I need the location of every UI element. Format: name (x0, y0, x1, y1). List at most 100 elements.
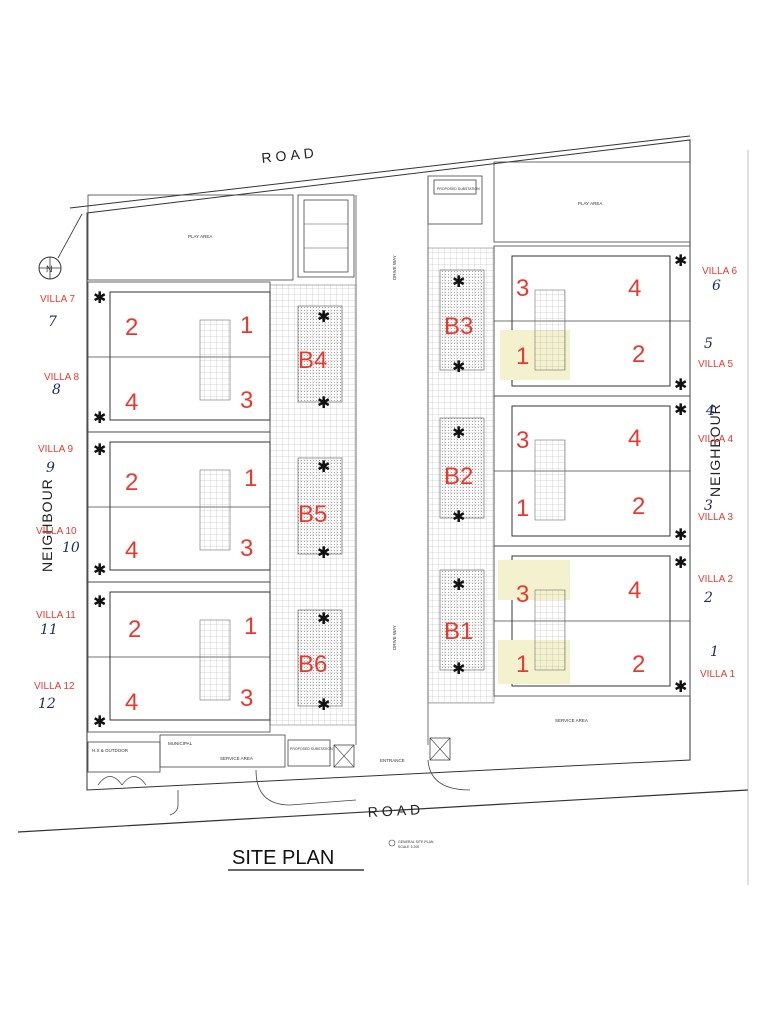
lawn-b6 (297, 609, 343, 707)
drive-way-bottom-label: DRIVE WAY (392, 625, 397, 650)
villa-label-left-8: VILLA 8 (44, 372, 79, 383)
villa-label-left-10: VILLA 10 (36, 526, 77, 537)
b2-unit-bl: 1 (516, 495, 529, 522)
svg-text:✱: ✱ (317, 543, 330, 562)
drawing-note-line2: SCALE 1:200 (398, 845, 419, 849)
entrance-curve-right (427, 759, 471, 791)
villa-num-left-12: 12 (38, 696, 56, 712)
units-left (87, 281, 271, 733)
b2-unit-tr: 4 (628, 425, 641, 452)
b4-unit-bl: 4 (125, 389, 138, 416)
villa-label-left-7: VILLA 7 (40, 294, 75, 305)
block-label-b1: B1 (444, 618, 473, 645)
play-area-left (87, 194, 294, 281)
svg-text:✱: ✱ (317, 695, 330, 714)
svg-text:✱: ✱ (674, 677, 687, 696)
svg-text:✱: ✱ (93, 408, 106, 427)
villa-num-right-1: 1 (710, 644, 719, 660)
lawn-b5 (297, 457, 343, 555)
svg-text:✱: ✱ (317, 393, 330, 412)
road-bottom-label: ROAD (367, 801, 424, 820)
svg-text:✱: ✱ (317, 609, 330, 628)
svg-text:✱: ✱ (93, 592, 106, 611)
lawn-b3 (439, 269, 485, 371)
drive-way-top-label: DRIVE WAY (392, 255, 397, 280)
villa-num-left-11: 11 (40, 622, 58, 638)
villa-label-right-2: VILLA 2 (698, 574, 733, 585)
proposed-left-label: PROPOSED SUBSTATION (290, 747, 333, 751)
b4-unit-tr: 1 (240, 312, 253, 339)
svg-text:✱: ✱ (93, 440, 106, 459)
b2-unit-tl: 3 (516, 427, 529, 454)
svg-text:✱: ✱ (93, 560, 106, 579)
service-area-left-box (159, 734, 286, 768)
villa-label-left-11: VILLA 11 (36, 610, 76, 621)
svg-text:✱: ✱ (674, 525, 687, 544)
svg-text:✱: ✱ (674, 375, 687, 394)
lawn-b2 (439, 417, 485, 519)
gate-left (333, 744, 355, 768)
substation-bottom (287, 739, 331, 767)
villa-num-left-10: 10 (62, 540, 80, 556)
villa-label-right-4: VILLA 4 (698, 434, 733, 445)
b1-unit-br: 2 (632, 651, 645, 678)
villa-num-right-5: 5 (704, 336, 713, 352)
left-gate-arcs (97, 776, 147, 786)
b3-unit-tl: 3 (516, 275, 529, 302)
villa-num-right-2: 2 (703, 590, 713, 606)
villa-label-right-6: VILLA 6 (702, 266, 737, 277)
svg-text:✱: ✱ (674, 400, 687, 419)
villa-num-left-8: 8 (52, 382, 61, 398)
play-area-right (493, 161, 691, 243)
north-arrow-icon: N (38, 213, 83, 280)
entrance-label: ENTRANCE (380, 758, 405, 763)
bottom-left-curve (169, 790, 179, 816)
hs-box (87, 741, 161, 773)
site-boundary (86, 139, 691, 791)
top-parking (297, 194, 355, 278)
svg-text:N: N (46, 264, 53, 274)
villa-num-right-6: 6 (712, 278, 721, 294)
b1-unit-bl: 1 (516, 651, 529, 678)
service-area-left-label: SERVICE AREA (220, 756, 253, 761)
proposed-right-label: PROPOSED SUBSTATION (437, 187, 480, 191)
svg-text:✱: ✱ (452, 423, 465, 442)
b2-unit-br: 2 (632, 493, 645, 520)
block-label-b6: B6 (298, 651, 327, 678)
svg-text:✱: ✱ (317, 457, 330, 476)
entrance-curve-left (255, 769, 357, 806)
villa-num-left-7: 7 (48, 314, 57, 330)
svg-text:✱: ✱ (452, 507, 465, 526)
muncipal-label: MUNICIPAL (168, 741, 193, 746)
villa-num-right-3: 3 (704, 498, 713, 514)
lawn-b1 (439, 569, 485, 671)
drawing-note-line1: GENERAL SITE PLAN (398, 840, 434, 844)
top-road-line (69, 135, 691, 209)
b5-unit-tl: 2 (125, 469, 138, 496)
play-area-right-label: PLAY AREA (578, 201, 602, 206)
tree-markers: ✱ ✱ ✱ ✱ ✱ ✱ ✱ ✱ ✱ ✱ ✱ ✱ ✱ ✱ ✱ ✱ ✱ ✱ ✱ ✱ … (93, 251, 687, 731)
site-plan-title: SITE PLAN (232, 847, 334, 869)
b6-unit-bl: 4 (125, 689, 138, 716)
villa-label-right-3: VILLA 3 (698, 512, 733, 523)
b6-unit-br: 3 (240, 685, 253, 712)
svg-text:✱: ✱ (317, 307, 330, 326)
svg-text:✱: ✱ (452, 659, 465, 678)
b1-unit-tr: 4 (628, 577, 641, 604)
service-area-right-label: SERVICE AREA (555, 718, 588, 723)
svg-text:✱: ✱ (93, 288, 106, 307)
villa-num-left-9: 9 (46, 460, 55, 476)
svg-text:✱: ✱ (93, 712, 106, 731)
svg-text:✱: ✱ (452, 357, 465, 376)
play-area-left-label: PLAY AREA (188, 234, 212, 239)
svg-text:✱: ✱ (674, 553, 687, 572)
b4-unit-tl: 2 (125, 314, 138, 341)
lawn-b4 (297, 305, 343, 403)
substation-top (427, 175, 483, 225)
neighbour-right-label: NEIGHBOUR (707, 403, 723, 497)
block-label-b5: B5 (298, 501, 327, 528)
villa-label-left-9: VILLA 9 (38, 444, 73, 455)
bottom-road-line (17, 789, 749, 833)
neighbour-left-label: NEIGHBOUR (39, 478, 55, 572)
